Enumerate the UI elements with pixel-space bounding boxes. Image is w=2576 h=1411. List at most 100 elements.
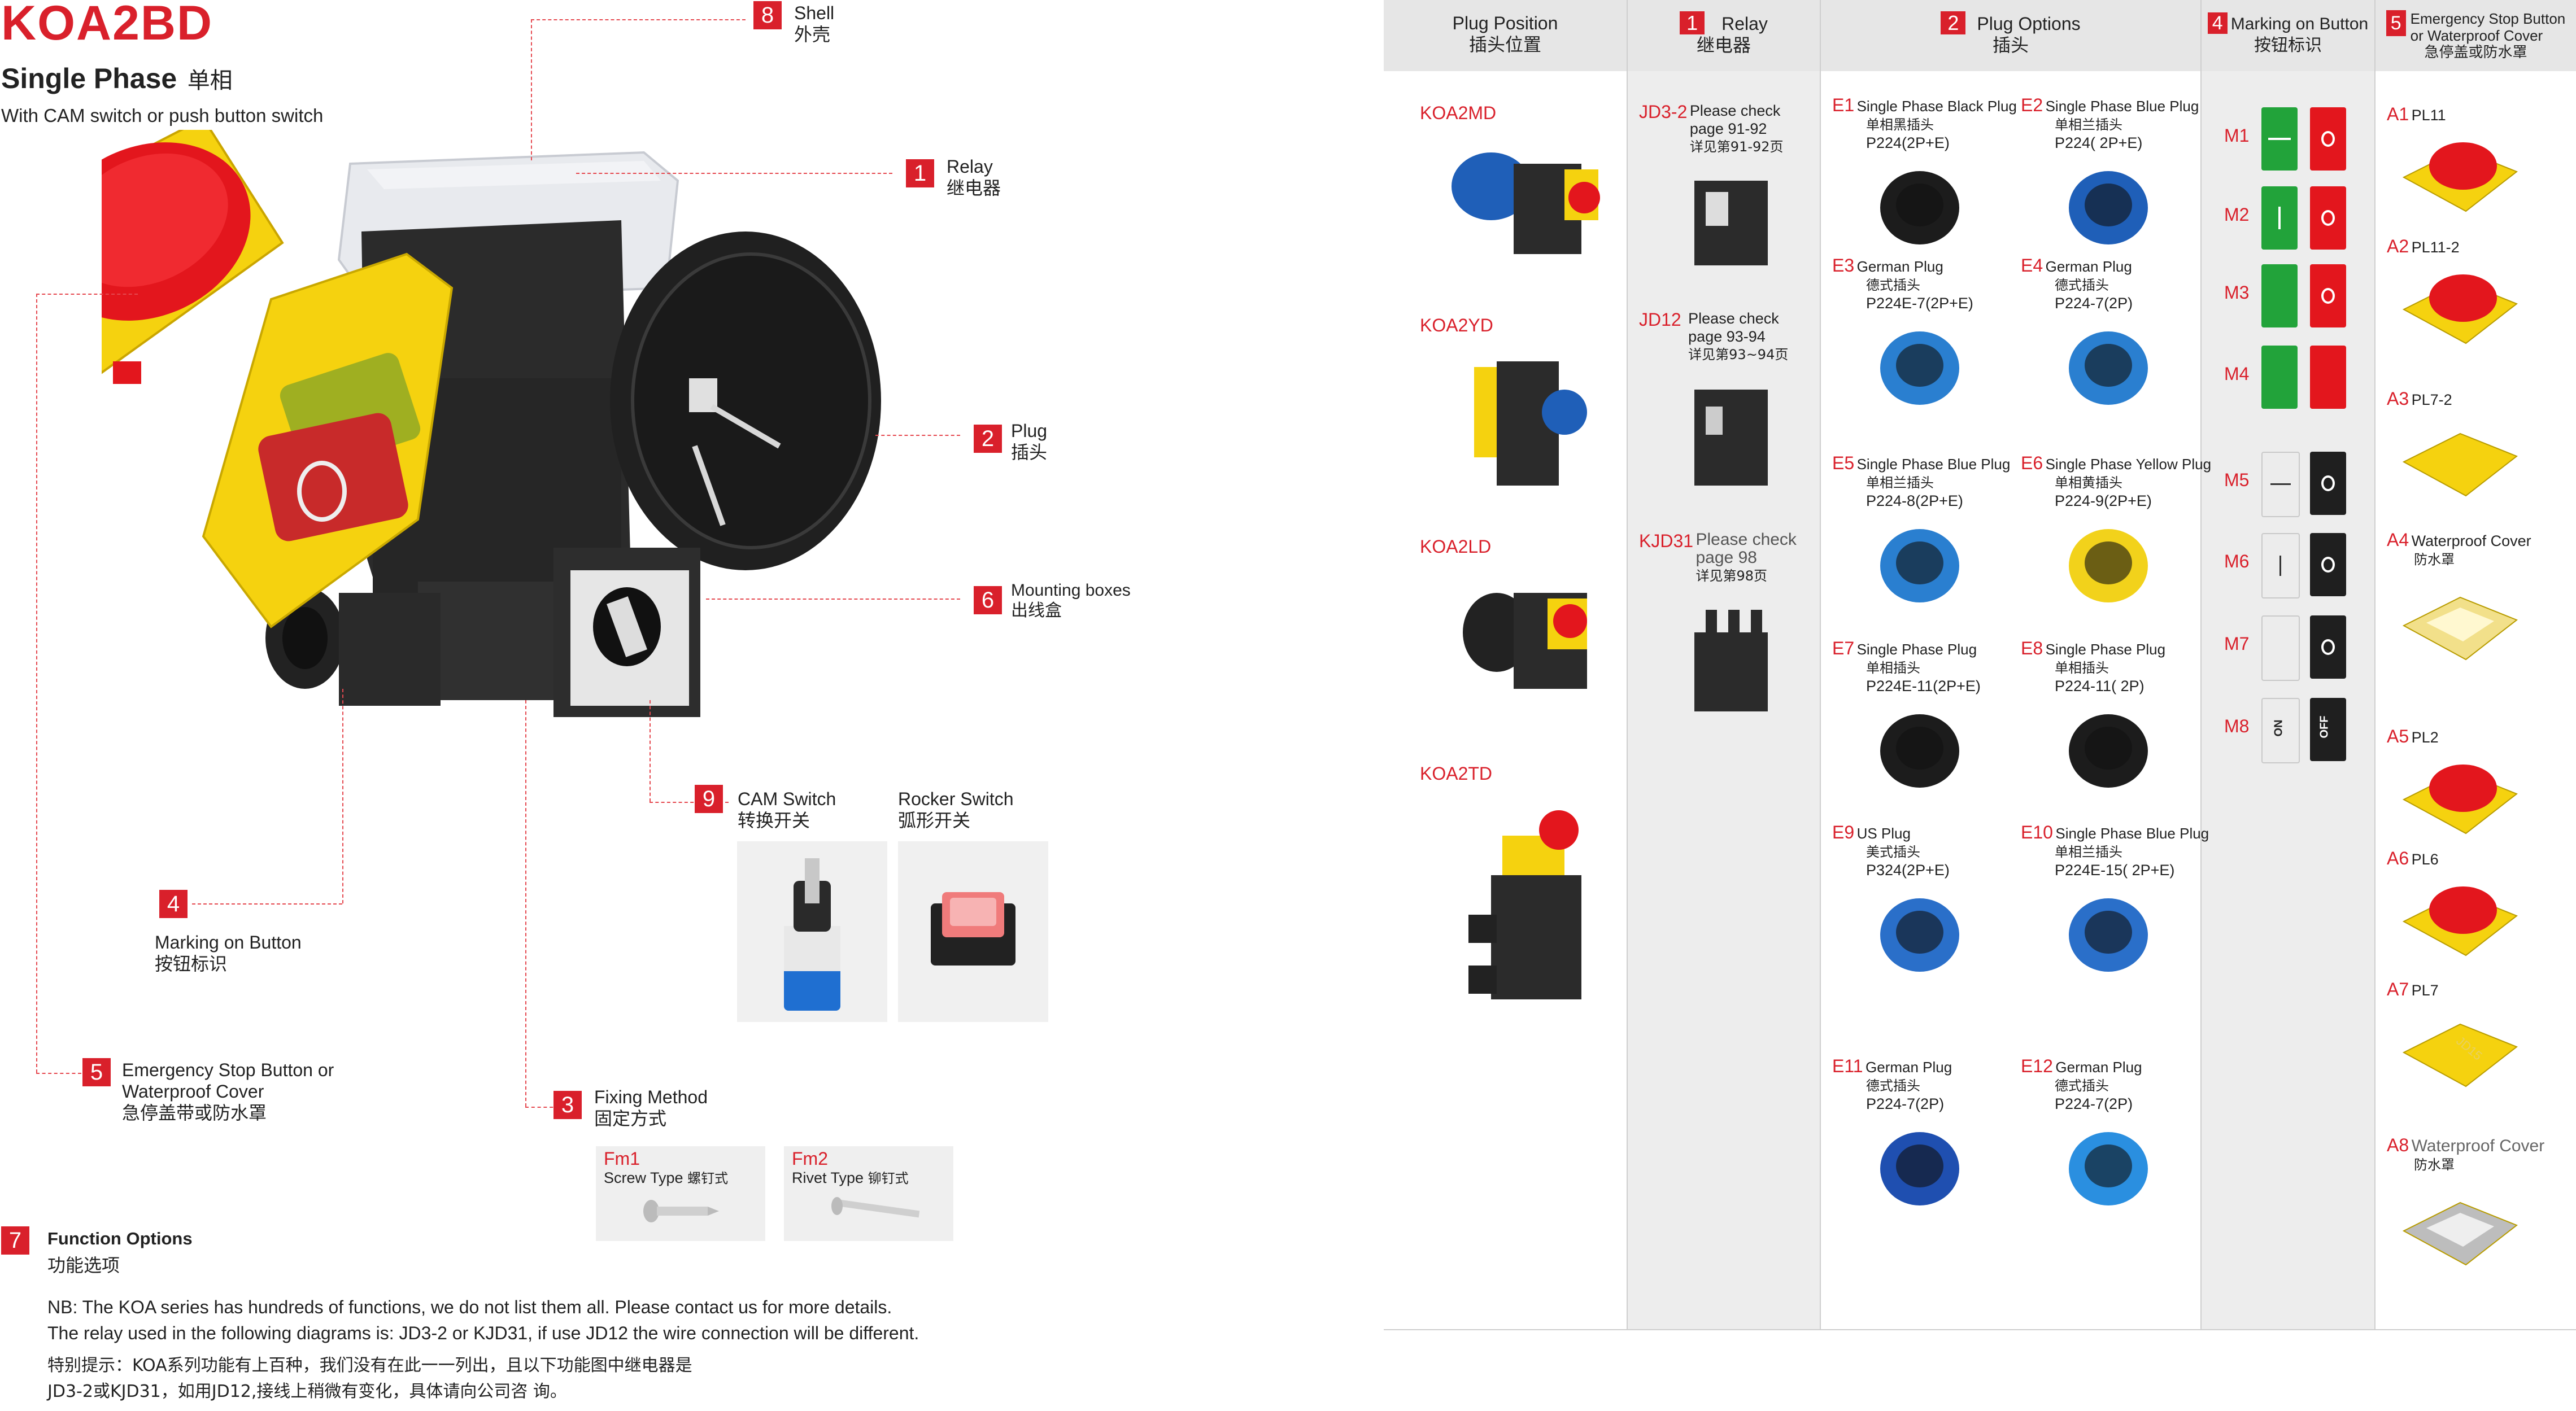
leader-mounting	[706, 599, 960, 600]
cover-cn: 防水罩	[2414, 552, 2455, 567]
relay-en: Relay	[947, 156, 993, 177]
start-button	[2261, 452, 2300, 517]
screw-icon	[643, 1200, 719, 1222]
plug-model: P224( 2P+E)	[2055, 134, 2143, 151]
shell-cn: 外壳	[794, 24, 831, 45]
relay-l1: Please check	[1695, 530, 1797, 549]
plug-code: E6	[2021, 453, 2043, 473]
relay-col-num: 1	[1680, 11, 1705, 34]
leader-emergency-h2	[36, 1073, 81, 1074]
fm1-desc: Screw Type 螺钉式	[604, 1169, 728, 1187]
cover-code: A4	[2387, 530, 2409, 550]
cover-code: A1	[2387, 104, 2409, 124]
model-title: KOA2BD	[1, 0, 213, 50]
start-button	[2261, 346, 2298, 409]
relay-code: KJD31	[1639, 531, 1694, 551]
plug-col-num: 2	[1941, 11, 1966, 34]
marking-col-num: 4	[2207, 12, 2228, 34]
marking-code: M8	[2224, 716, 2250, 736]
fm1-cn: 螺钉式	[687, 1170, 729, 1186]
cover-a5: A5 PL2	[2387, 726, 2573, 835]
relay-cn: 详见第98页	[1695, 568, 1768, 584]
fm2-desc: Rivet Type 铆钉式	[792, 1169, 909, 1187]
plug-code: E3	[1832, 255, 1855, 276]
stop-button	[2310, 264, 2346, 327]
cover-a1: A1 PL11	[2387, 104, 2573, 212]
cover-code: A2	[2387, 236, 2409, 256]
marking-code: M5	[2224, 470, 2250, 490]
plug-model: P224E-15( 2P+E)	[2055, 862, 2175, 879]
plug-col-cn: 插头	[1992, 34, 2029, 56]
stop-button	[2310, 615, 2346, 679]
plug-model: P224-11( 2P)	[2055, 678, 2145, 694]
plug-en: German Plug	[2045, 258, 2132, 275]
plug-code: E8	[2021, 638, 2043, 658]
tag-fixing: 3	[553, 1091, 582, 1119]
column-plug-position	[1384, 71, 1627, 1330]
plug-cn: 单相黑插头	[1866, 117, 1934, 133]
leader-switch-h	[650, 802, 729, 803]
plug-image	[1880, 171, 1959, 244]
plug-cn: 德式插头	[1866, 1078, 1920, 1094]
emergency-col-num: 5	[2386, 10, 2406, 36]
cover-image	[2402, 765, 2518, 835]
mounting-cn: 出线盒	[1011, 601, 1062, 621]
cover-code: A6	[2387, 848, 2409, 868]
function-title: Function Options 功能选项	[47, 1229, 193, 1277]
plug-model: P224-7(2P)	[2055, 1095, 2133, 1112]
marking-cn: 按钮标识	[155, 953, 228, 975]
marking-m3: M3	[2202, 264, 2374, 332]
stop-button	[2310, 186, 2346, 250]
relay-jd12: JD12 Please check page 93-94 详见第93~94页	[1639, 309, 1820, 364]
cover-a2: A2 PL11-2	[2387, 236, 2573, 344]
position-koa2ld: KOA2LD	[1420, 536, 1492, 557]
fixing-en: Fixing Method	[594, 1087, 708, 1107]
relay-jd12-image	[1694, 390, 1768, 486]
leader-plug	[875, 435, 960, 436]
fixing-cn: 固定方式	[594, 1108, 667, 1129]
plug-image	[2069, 898, 2148, 972]
function-title-cn: 功能选项	[47, 1255, 120, 1276]
subtitle: With CAM switch or push button switch	[1, 105, 324, 126]
plug-image	[2069, 171, 2148, 244]
fm2-cn: 铆钉式	[868, 1170, 909, 1186]
koa2td-image	[1468, 810, 1581, 999]
leader-fixing-v	[525, 700, 526, 1107]
plug-code: E1	[1832, 95, 1855, 115]
plug-cn: 单相插头	[1866, 660, 1920, 676]
mounting-label: Mounting boxes 出线盒	[1011, 580, 1131, 621]
plug-en: Single Phase Blue Plug	[2055, 825, 2209, 842]
plug-en: German Plug	[2055, 1059, 2142, 1076]
plug-model: P224E-7(2P+E)	[1866, 295, 1973, 312]
start-button	[2261, 615, 2300, 681]
tag-function: 7	[1, 1226, 29, 1255]
on-label: ON	[2272, 719, 2285, 737]
cam-switch-cn: 转换开关	[738, 810, 810, 831]
plug-code: E7	[1832, 638, 1855, 658]
plug-cn: 单相插头	[2055, 660, 2109, 676]
plug-model: P324(2P+E)	[1866, 862, 1950, 879]
phase-title: Single Phase 单相	[1, 62, 233, 95]
plug-en: Single Phase Yellow Plug	[2045, 456, 2212, 473]
plug-model: P224-8(2P+E)	[1866, 492, 1963, 509]
plug-image	[2069, 331, 2148, 405]
fm1-code: Fm1	[604, 1148, 640, 1169]
cam-switch-image	[737, 841, 887, 1022]
leader-emergency-v	[36, 294, 37, 1073]
plug-cn: 德式插头	[1866, 277, 1920, 293]
phase-cn: 单相	[187, 68, 233, 94]
plug-en: US Plug	[1856, 825, 1911, 842]
rivet-icon	[831, 1197, 920, 1218]
marking-code: M4	[2224, 364, 2250, 384]
plug-image	[2069, 529, 2148, 602]
emergency-en2: Waterproof Cover	[122, 1081, 264, 1102]
start-button: ON	[2261, 698, 2300, 763]
